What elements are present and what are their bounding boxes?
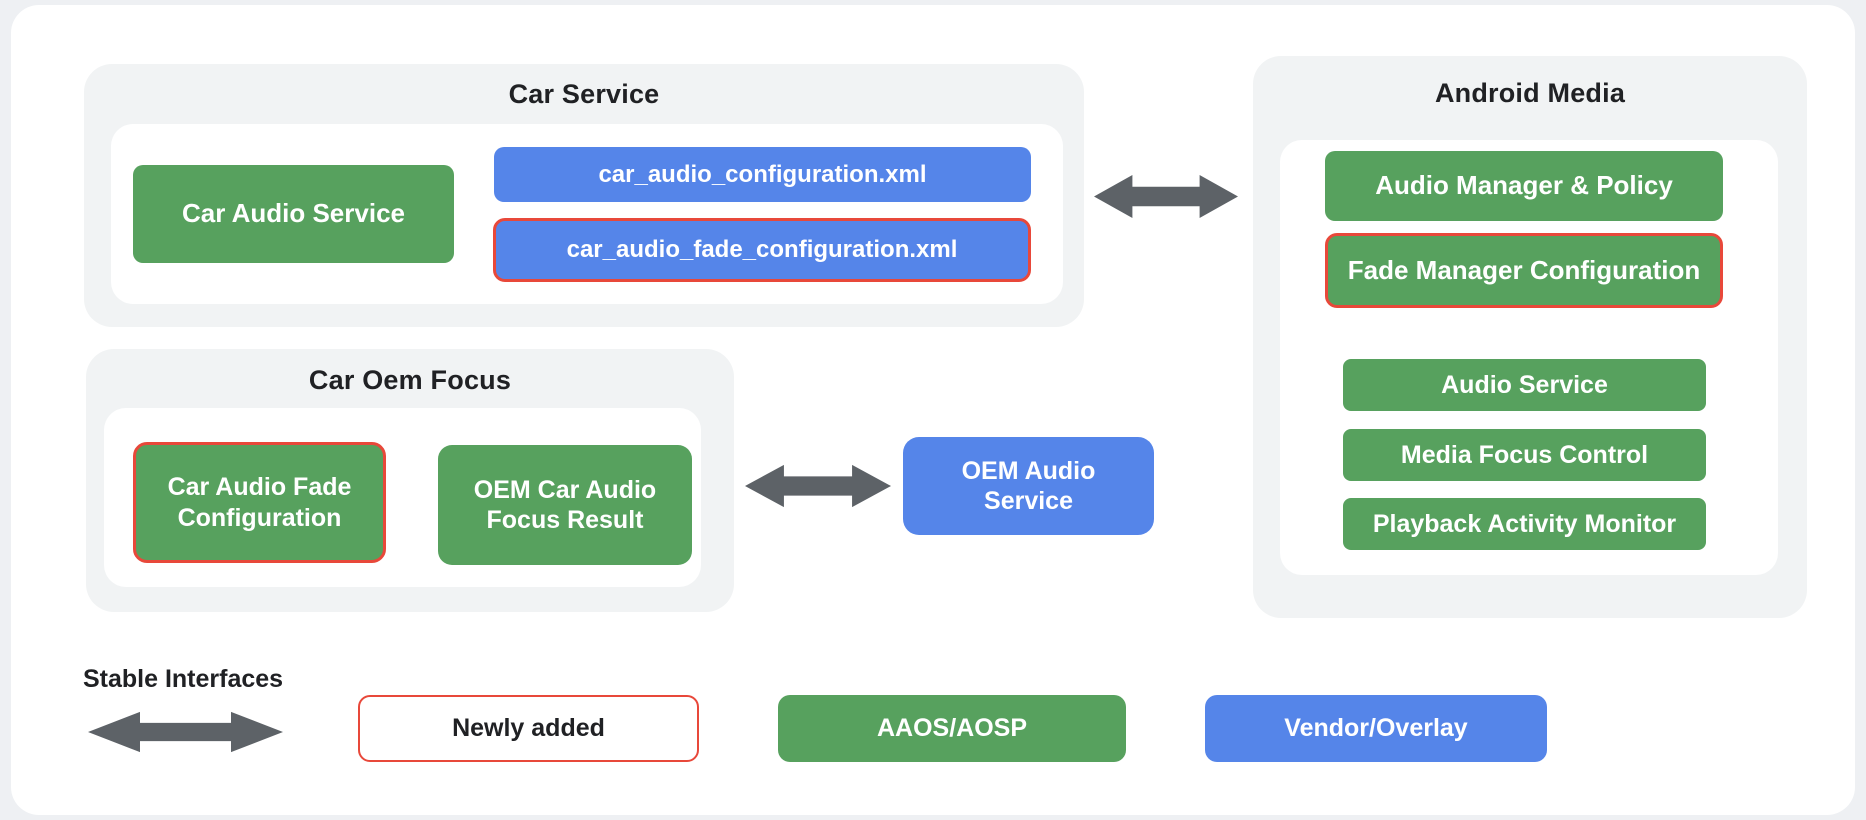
audio-manager-policy-box: Audio Manager & Policy [1325, 151, 1723, 221]
car-service-section: Car Service Car Audio Service car_audio_… [84, 64, 1084, 327]
car-service-panel: Car Audio Service car_audio_configuratio… [111, 124, 1063, 304]
audio-service-box: Audio Service [1343, 359, 1706, 411]
car-oem-focus-title: Car Oem Focus [308, 365, 512, 395]
android-media-panel: Audio Manager & Policy Fade Manager Conf… [1280, 140, 1778, 575]
car-audio-fade-configuration-xml-box: car_audio_fade_configuration.xml [493, 218, 1031, 282]
double-arrow-icon [745, 463, 891, 509]
android-media-title: Android Media [1434, 78, 1626, 108]
fade-manager-configuration-box: Fade Manager Configuration [1325, 233, 1723, 308]
car-oem-focus-panel: Car Audio Fade Configuration OEM Car Aud… [104, 408, 701, 587]
oem-audio-service-box: OEM Audio Service [903, 437, 1154, 535]
car-audio-fade-configuration-box: Car Audio Fade Configuration [133, 442, 386, 563]
car-service-title: Car Service [508, 79, 660, 109]
legend-vendor-overlay: Vendor/Overlay [1205, 695, 1547, 762]
double-arrow-icon [88, 710, 283, 754]
stable-interfaces-label: Stable Interfaces [83, 665, 284, 693]
car-audio-configuration-xml-box: car_audio_configuration.xml [494, 147, 1031, 202]
legend-newly-added: Newly added [358, 695, 699, 762]
legend-aaos-aosp: AAOS/AOSP [778, 695, 1126, 762]
car-audio-service-box: Car Audio Service [133, 165, 454, 263]
media-focus-control-box: Media Focus Control [1343, 429, 1706, 481]
car-oem-focus-section: Car Oem Focus Car Audio Fade Configurati… [86, 349, 734, 612]
playback-activity-monitor-box: Playback Activity Monitor [1343, 498, 1706, 550]
android-media-section: Android Media Audio Manager & Policy Fad… [1253, 56, 1807, 618]
double-arrow-icon [1094, 173, 1238, 220]
diagram-card: Car Service Car Audio Service car_audio_… [11, 5, 1855, 815]
oem-car-audio-focus-result-box: OEM Car Audio Focus Result [438, 445, 692, 565]
